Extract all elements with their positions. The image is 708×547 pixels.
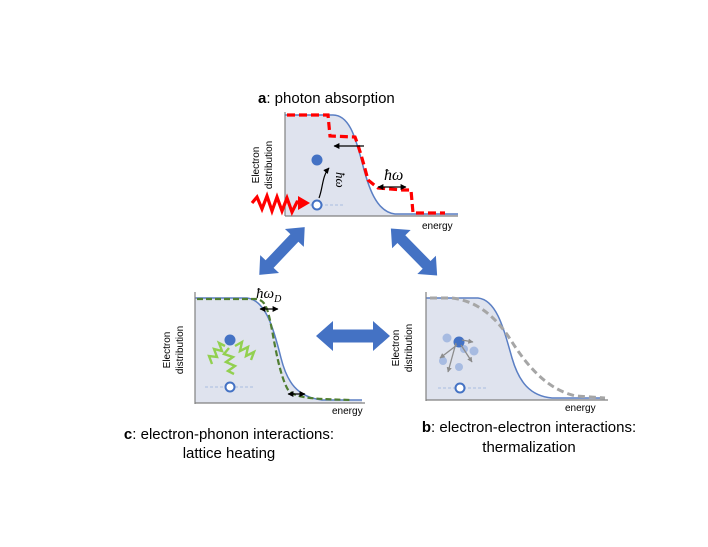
panel-c-ylabel-line2: distribution xyxy=(175,326,186,374)
panel-c-hole xyxy=(224,381,236,393)
panel-b-fermi-curve xyxy=(426,297,605,399)
panel-b-electron xyxy=(453,336,465,348)
panel-a-caption-text: : photon absorption xyxy=(266,90,394,107)
panel-a-caption: a: photon absorption xyxy=(258,90,395,107)
wiggle-left xyxy=(207,340,226,365)
panel-a-hbar-omega-label: ħω xyxy=(384,167,403,184)
panel-c-caption-line2: lattice heating xyxy=(183,445,276,462)
panel-b-caption-line2: thermalization xyxy=(482,439,575,456)
panel-b-hot-distribution xyxy=(430,296,606,400)
panel-b-scattering-cluster xyxy=(439,333,479,373)
arrow-c-to-b xyxy=(316,321,390,351)
arrow-a-to-c xyxy=(259,227,305,275)
panel-b-occupied-fill xyxy=(426,298,605,400)
panel-c-ylabel-line1: Electron xyxy=(162,332,173,369)
panel-b: Electron distribution energy b: electron… xyxy=(391,292,636,456)
panel-b-caption-line1: b: electron-electron interactions: xyxy=(422,419,636,436)
wiggle-right xyxy=(234,339,257,361)
panel-c: ħωD Electron distribution energy c: elec… xyxy=(124,286,365,462)
panel-a-hole xyxy=(311,199,323,211)
panel-c-fermi-curve xyxy=(195,297,362,401)
scattering-arrows xyxy=(439,338,474,373)
panel-a-excited-distribution xyxy=(287,113,445,215)
process-arrows xyxy=(259,227,438,351)
panel-a-photon-wiggle xyxy=(250,191,305,217)
panel-a-xlabel: energy xyxy=(422,221,453,232)
panel-a-electron xyxy=(311,154,323,166)
panel-a-excitation-arrow xyxy=(318,167,330,199)
panel-b-ylabel-line2: distribution xyxy=(404,324,415,372)
panel-a-letter: a xyxy=(258,90,267,107)
arrow-a-to-b xyxy=(390,228,438,276)
panel-c-xlabel: energy xyxy=(332,406,363,417)
panel-c-caption-line1: c: electron-phonon interactions: xyxy=(124,426,334,443)
panel-a: a: photon absorption ħω ħω Electron dist… xyxy=(250,90,458,232)
panel-b-xlabel: energy xyxy=(565,403,596,414)
panel-c-phonon-wiggles xyxy=(207,339,257,376)
panel-a-occupied-fill xyxy=(285,115,458,216)
scattered-electron xyxy=(455,363,463,371)
scattered-electron xyxy=(439,357,447,365)
panel-b-hole xyxy=(454,382,466,394)
panel-a-vertical-hbar-omega: ħω xyxy=(333,172,348,188)
panel-b-letter: b xyxy=(422,419,431,436)
panel-a-ylabel-line1: Electron xyxy=(251,147,262,184)
panel-a-ylabel-line2: distribution xyxy=(264,141,275,189)
panel-c-letter: c xyxy=(124,426,132,443)
panel-c-hbar-omega-label: ħωD xyxy=(256,286,282,305)
panel-c-phonon-distribution xyxy=(197,297,353,402)
wiggle-middle xyxy=(221,347,238,376)
panel-c-electron xyxy=(224,334,236,346)
panel-b-ylabel-line1: Electron xyxy=(391,330,402,367)
scattered-electron xyxy=(469,346,479,356)
scattered-electron xyxy=(442,333,452,343)
panel-a-photon-arrowhead xyxy=(298,196,310,210)
